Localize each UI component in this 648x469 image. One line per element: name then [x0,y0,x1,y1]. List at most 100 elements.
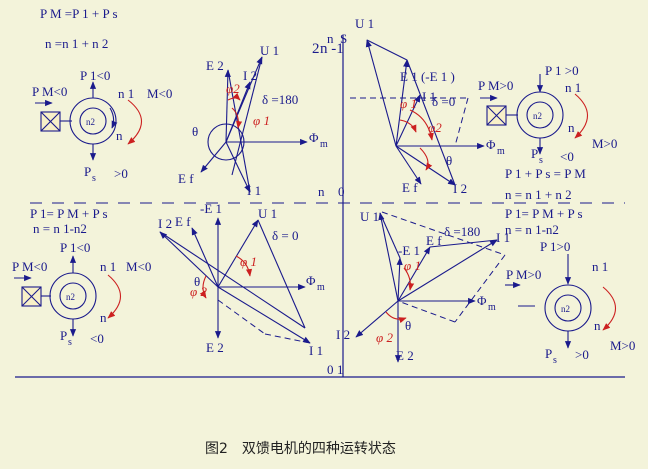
axis-label-n-top: n [327,31,334,46]
q3-rotor-label: n2 [66,292,75,302]
q3-ef-vector [191,227,219,288]
q4-phi2: φ 2 [376,330,393,345]
q1-i1: I 1 [247,183,261,198]
q2-m: M>0 [592,136,617,151]
rotation-arc-icon [602,286,617,331]
q4-theta: θ [405,318,411,333]
q1-u1: U 1 [260,43,279,58]
q1-p1: P 1<0 [80,68,110,83]
q4-ef-vector [397,246,431,302]
q2-phi: Φ [486,137,496,152]
rotation-arc-icon [127,99,143,145]
q1-pm: P M<0 [32,84,67,99]
q3-e2: E 2 [206,340,224,355]
q1-phi1: φ 1 [253,113,270,128]
axis-label-zero-bottom: 0 [327,362,334,377]
q3-phi1: φ 1 [240,254,257,269]
q4-i2-vector [355,300,399,338]
q2-ef: E f [402,180,418,195]
q3-phi: Φ [306,273,316,288]
q2-ps: P [531,146,538,161]
q3-delta: δ = 0 [272,228,298,243]
q3-phi2: φ 2 [190,284,207,299]
q1-phi2: φ2 [226,81,240,96]
q1-phi: Φ [309,130,319,145]
q2-n: n [568,120,575,135]
machine-q3: P 1<0 P M<0 n 1 M<0 n n2 P s <0 [12,240,151,348]
q3-ps-val: <0 [90,331,104,346]
axis-label-zero: 0 [338,184,345,199]
q3-n1: n 1 [100,259,116,274]
q1-theta: θ [192,124,198,139]
q4-m: M>0 [610,338,635,353]
q2-ps-sub: s [539,155,543,166]
axis-label-s: S [340,31,347,46]
q4-ps-val: >0 [575,347,589,362]
equation-right-3: P 1= P M + P s [505,206,583,221]
q2-i1: I 1 [422,89,436,104]
q2-i2: I 2 [453,181,467,196]
q1-ps-sub: s [92,173,96,184]
q4-pm: P M>0 [506,267,541,282]
q3-pm: P M<0 [12,259,47,274]
q3-u1: U 1 [258,206,277,221]
q3-n: n [100,310,107,325]
q2-u1: U 1 [355,16,374,31]
q3-ef: E f [175,214,191,229]
q4-i2: I 2 [336,327,350,342]
q4-ef: E f [426,233,442,248]
q1-i2-vector [225,81,251,143]
q2-delta: δ =0 [432,94,455,109]
axes [15,35,625,378]
figure-caption: 图2 双馈电机的四种运转状态 [205,441,396,457]
q1-i2: I 2 [243,68,257,83]
q3-ps-sub: s [68,337,72,348]
equation-left-2: n = n 1-n2 [33,221,87,236]
q3-theta: θ [194,274,200,289]
equation-right-1: P 1 + P s = P M [505,166,586,181]
rotor-circle-icon [554,294,582,322]
q2-pm: P M>0 [478,78,513,93]
q1-n: n [116,128,123,143]
equation-pm: P M =P 1 + P s [40,6,118,21]
q2-ps-val: <0 [560,149,574,164]
q2-n1: n 1 [565,80,581,95]
q4-u1: U 1 [360,209,379,224]
q2-u1-vector [365,39,397,147]
q1-rotor-label: n2 [86,117,95,127]
q1-phi-sub: m [320,139,328,150]
q1-m: M<0 [147,86,172,101]
phasor-q2: U 1 E 1 (-E 1 ) I 1 δ =0 φ 1 φ2 Φ m θ E … [350,16,505,196]
axis-label-n-minus-1: n -1 [320,41,344,57]
q1-ef-vector [200,141,227,173]
q1-i1-vector [225,141,251,193]
q3-i2-vector [159,231,219,288]
q2-e1-vector [395,59,410,147]
q3-ps: P [60,328,67,343]
phasor-q3: -E 1 U 1 I 2 E f δ = 0 φ 1 φ 2 θ Φ m E 2… [158,201,325,358]
q2-rotor-label: n2 [533,111,542,121]
q3-phi-sub: m [317,282,325,293]
q2-theta: θ [446,153,452,168]
machine-q4: P 1>0 P M>0 n 1 n M>0 n2 P s >0 [505,239,635,366]
equation-right-2: n = n 1 + n 2 [505,187,572,202]
q4-n: n [594,318,601,333]
q4-minus-e1: -E 1 [398,243,420,258]
q4-phi: Φ [477,293,487,308]
equation-left-1: P 1= P M + P s [30,206,108,221]
q1-e2-vector [224,69,231,143]
q1-ef: E f [178,171,194,186]
q2-i1-vector [395,94,421,147]
q4-rotor-label: n2 [561,304,570,314]
q3-p1: P 1<0 [60,240,90,255]
q1-e2: E 2 [206,58,224,73]
phasor-q4: U 1 -E 1 E f δ =180 I 1 φ 1 φ 2 θ Φ m I … [336,209,510,363]
q4-minus-e1-vector [396,257,403,302]
axis-label-one: 1 [337,362,344,377]
q3-u1-vector [217,219,259,288]
q2-phi1: φ 1 [400,96,417,111]
q3-minus-e1: -E 1 [200,201,222,216]
equation-n: n =n 1 + n 2 [45,36,108,51]
q4-ps: P [545,346,552,361]
